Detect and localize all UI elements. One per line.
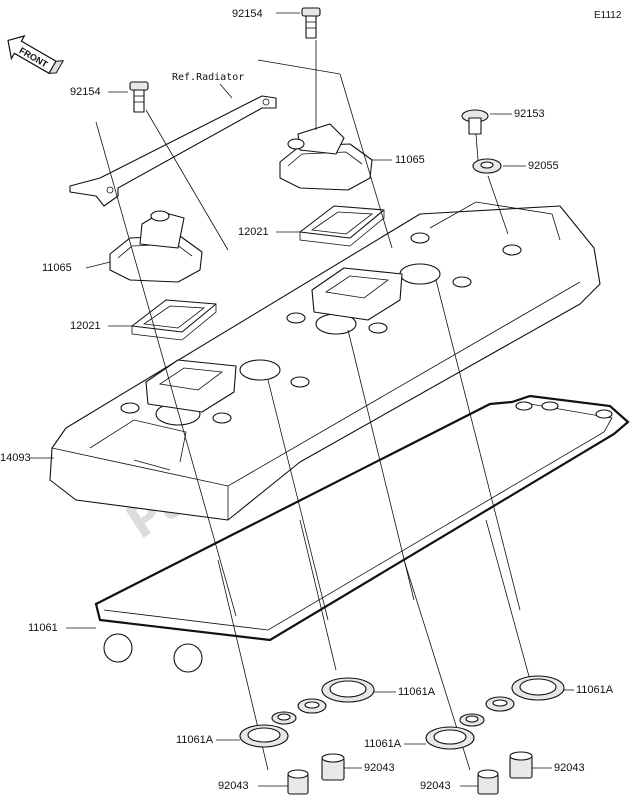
gasket-12021-left <box>131 299 217 341</box>
ref-radiator-label: Ref.Radiator <box>172 72 244 83</box>
collar-92043-3 <box>509 751 533 779</box>
bolt-92153 <box>461 109 489 135</box>
collar-92043-4 <box>477 769 499 795</box>
washer-92055 <box>472 158 502 174</box>
callout-92043-2: 92043 <box>218 780 249 792</box>
callout-11061A-4: 11061A <box>364 738 402 750</box>
cylinder-head-cover-14093 <box>49 201 601 521</box>
gasket-12021-right <box>299 205 385 247</box>
callout-11065-left: 11065 <box>42 262 72 274</box>
callout-11061: 11061 <box>28 622 58 634</box>
plug-seal-11061A-4 <box>425 713 485 750</box>
callout-92043-3: 92043 <box>554 762 585 774</box>
callout-92153: 92153 <box>514 108 545 120</box>
callout-14093: 14093 <box>0 452 31 464</box>
callout-11061A-2: 11061A <box>176 734 214 746</box>
callout-92154-top: 92154 <box>232 8 263 20</box>
callout-11065-right: 11065 <box>395 154 425 166</box>
front-arrow-icon: FRONT <box>7 35 65 75</box>
head-cover-gasket-11061 <box>94 394 630 673</box>
collar-92043-1 <box>321 753 345 781</box>
plug-seal-11061A-1 <box>297 677 375 714</box>
callout-92055: 92055 <box>528 160 559 172</box>
breather-cover-11065-left <box>109 210 203 283</box>
callout-92043-1: 92043 <box>364 762 395 774</box>
bolt-92154-top <box>301 7 321 39</box>
plug-seal-11061A-3 <box>485 675 565 712</box>
diagram-code: E1112 <box>594 10 622 21</box>
plug-seal-11061A-2 <box>239 711 297 748</box>
collar-92043-2 <box>287 769 309 795</box>
callout-11061A-1: 11061A <box>398 686 436 698</box>
breather-cover-11065-right <box>279 123 373 191</box>
callout-92154-left: 92154 <box>70 86 101 98</box>
radiator-bracket <box>69 83 277 207</box>
callout-11061A-3: 11061A <box>576 684 614 696</box>
callout-12021-left: 12021 <box>70 320 101 332</box>
callout-92043-4: 92043 <box>420 780 451 792</box>
callout-12021-right: 12021 <box>238 226 269 238</box>
bolt-92154-left <box>129 81 149 113</box>
